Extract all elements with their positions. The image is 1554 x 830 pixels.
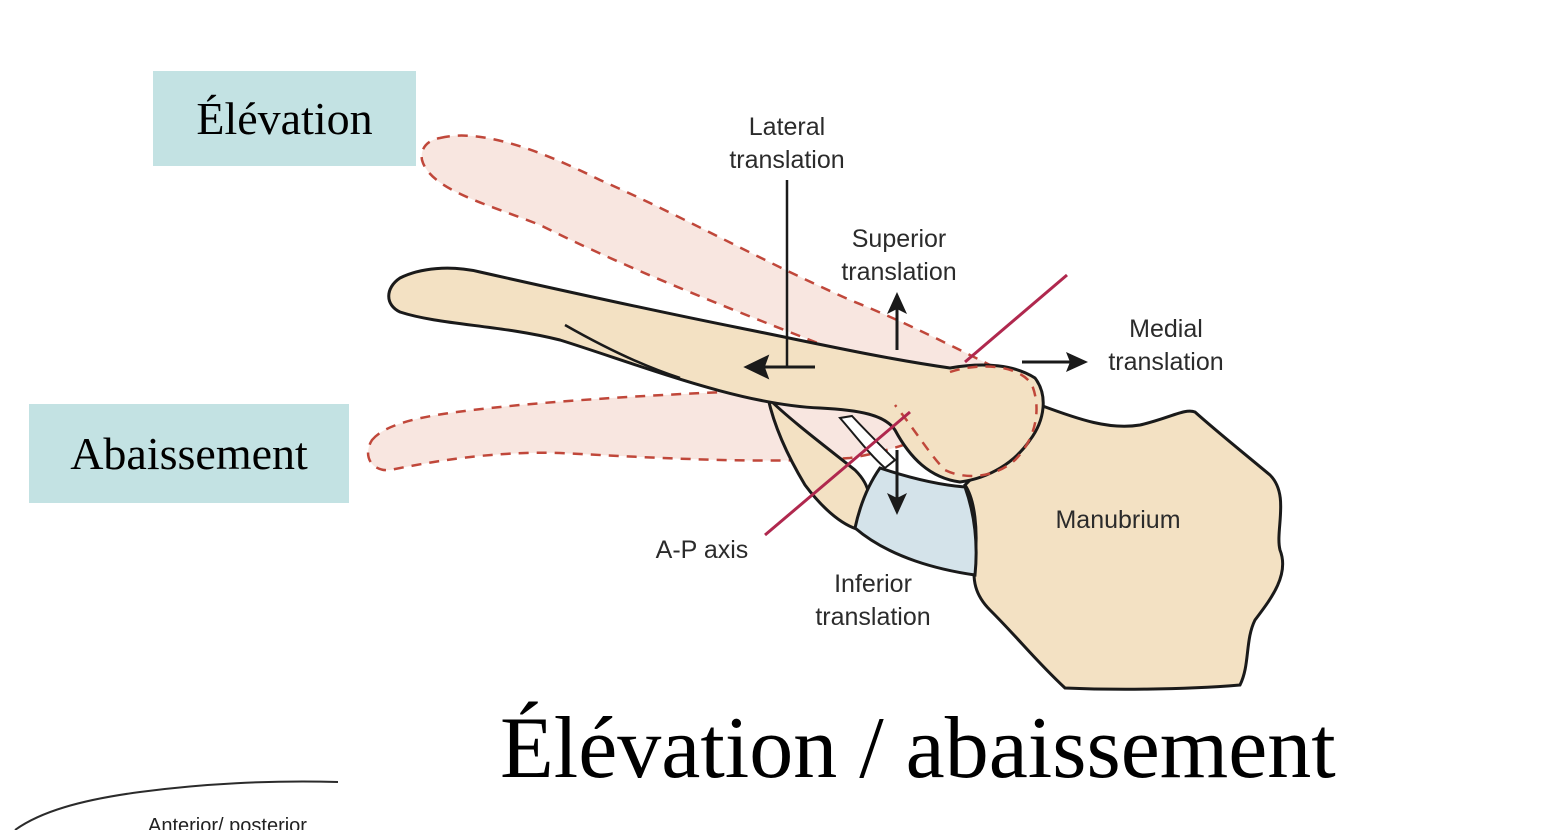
superior-label-line1: Superior <box>852 225 947 253</box>
joint-space <box>838 414 897 470</box>
clavicle-ridge <box>564 323 681 380</box>
ap-axis-line-lower <box>764 410 911 537</box>
inferior-label-line1: Inferior <box>834 570 912 598</box>
clavicle-shape <box>387 266 1045 484</box>
ap-axis-line-upper <box>964 273 1068 364</box>
anterior-posterior-label: Anterior/ posterior <box>148 815 307 830</box>
articular-disc <box>853 466 978 577</box>
inferior-arrow-head <box>887 493 907 515</box>
elevation-label: Élévation <box>196 93 373 144</box>
ghost-head-dashed <box>894 365 1038 478</box>
medial-arrow-head <box>1066 352 1088 372</box>
superior-label-line2: translation <box>841 258 956 286</box>
ap-axis-label: A-P axis <box>656 536 749 564</box>
partial-figure-outline <box>14 780 339 830</box>
clavicle-elevated-ghost <box>420 134 993 394</box>
abaissement-label: Abaissement <box>70 428 308 479</box>
lateral-arrow-head <box>743 354 770 380</box>
manubrium-label: Manubrium <box>1055 506 1180 534</box>
superior-arrow-head <box>887 292 907 314</box>
medial-label-line2: translation <box>1108 348 1223 376</box>
elevation-label-box: Élévation <box>153 71 416 166</box>
medial-label-line1: Medial <box>1129 315 1203 343</box>
abaissement-label-box: Abaissement <box>29 404 349 503</box>
lateral-label-line1: Lateral <box>749 113 825 141</box>
inferior-label-line2: translation <box>815 603 930 631</box>
slide-title: Élévation / abaissement <box>500 700 1336 797</box>
lateral-label-line2: translation <box>729 146 844 174</box>
